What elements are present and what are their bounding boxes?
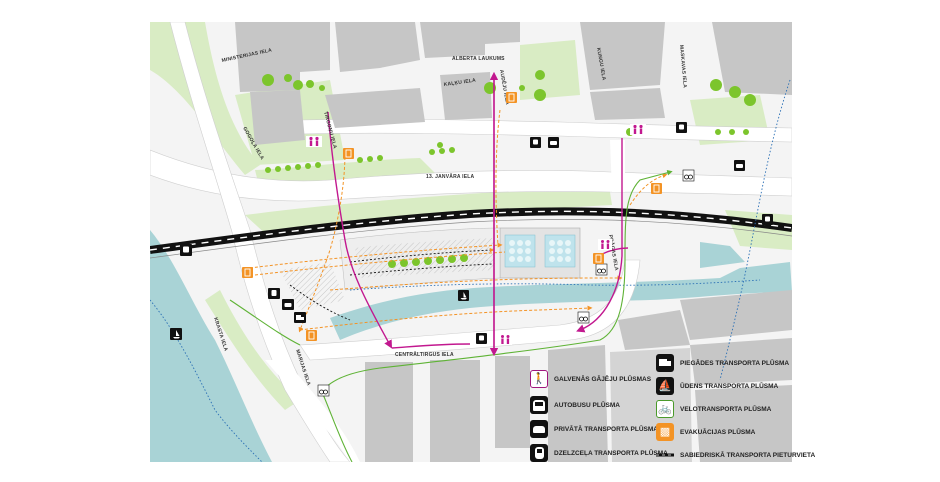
bus-stop-icon	[676, 122, 687, 133]
green-square-north	[520, 40, 580, 100]
legend-delivery-flow: PIEGĀDES TRANSPORTA PLŪSMA	[656, 354, 789, 372]
legend-public-stop: SABIEDRISKĀ TRANSPORTA PIETURVIETA	[656, 446, 815, 464]
canal-basin	[700, 242, 745, 268]
label-kungu: KUNGU IELA	[595, 47, 607, 81]
evacuation-icon	[343, 148, 354, 159]
legend-label: GALVENĀS GĀJĒJU PLŪSMAS	[554, 375, 652, 383]
bus-stop-icon	[762, 214, 773, 225]
legend-label: PRIVĀTĀ TRANSPORTA PLŪSMA	[554, 425, 658, 433]
bus-stop-icon	[530, 137, 541, 148]
pedestrian-icon	[630, 124, 646, 135]
boat-icon	[458, 290, 469, 301]
map-icons	[170, 92, 773, 397]
legend-water-flow: ⛵ ŪDENS TRANSPORTA PLŪSMA	[656, 377, 778, 395]
boat-icon: ⛵	[656, 377, 674, 395]
legend-label: ŪDENS TRANSPORTA PLŪSMA	[680, 382, 779, 390]
label-centraltirgus: CENTRĀLTIRGUS IELA	[395, 351, 454, 358]
evacuation-icon	[506, 92, 517, 103]
label-13-janvara: 13. JANVĀRA IELA	[426, 173, 474, 180]
car-icon	[530, 420, 548, 438]
road-centraltirgus	[299, 259, 641, 361]
daugava-river	[150, 230, 272, 462]
water-route-canal	[349, 279, 761, 291]
bicycle-icon	[317, 384, 330, 397]
water-route-west	[150, 299, 263, 462]
legend-label: AUTOBUSU PLŪSMA	[554, 401, 620, 409]
bicycle-icon	[595, 263, 608, 276]
road-krasta	[169, 22, 351, 462]
car-icon	[734, 160, 745, 171]
legend-private-flow: PRIVĀTĀ TRANSPORTA PLŪSMA	[530, 420, 658, 438]
legend-label: PIEGĀDES TRANSPORTA PLŪSMA	[680, 359, 790, 367]
bus-icon	[530, 396, 548, 414]
label-kalku: KAĻĶU IELA	[443, 78, 476, 88]
bus-stop-icon	[180, 244, 192, 256]
car-icon	[282, 299, 294, 310]
boat-icon	[170, 328, 182, 340]
pedestrian-flows	[327, 71, 629, 357]
evacuation-icon	[593, 253, 604, 264]
buildings-north	[235, 22, 792, 145]
pedestrian-icon	[306, 136, 322, 147]
buildings-south	[365, 290, 792, 462]
road-prages	[610, 140, 625, 192]
railway-dashes	[150, 210, 792, 251]
legend-label: SABIEDRISKĀ TRANSPORTA PIETURVIETA	[680, 451, 816, 459]
railway-edge	[150, 219, 792, 259]
evacuation-icon	[651, 183, 662, 194]
car-icon	[548, 137, 559, 148]
parking-hatch	[280, 262, 345, 310]
train-icon	[268, 288, 280, 299]
private-transport-flows	[249, 109, 668, 333]
green-krasta-strip	[205, 290, 300, 410]
pedestrian-icon	[598, 239, 612, 250]
bus-stop-icon	[476, 333, 487, 344]
pedestrian-icon	[498, 334, 512, 345]
trees	[262, 70, 756, 268]
bicycle-icon: 🚲	[656, 400, 674, 418]
city-canal	[330, 262, 792, 340]
legend-bus-flow: AUTOBUSU PLŪSMA	[530, 396, 620, 414]
label-maskavas: MASKAVAS IELA	[678, 45, 688, 89]
bike-flows	[229, 170, 673, 462]
truck-icon	[656, 354, 674, 372]
market-pavilions	[504, 234, 576, 268]
legend-evacuation-flow: ▩ EVAKUĀCIJAS PLŪSMA	[656, 423, 755, 441]
evacuation-icon	[306, 330, 317, 341]
legend-label: DZELZCEĻA TRANSPORTA PLŪSMA	[554, 449, 668, 457]
evacuation-icon: ▩	[656, 423, 674, 441]
pedestrian-icon: 🚶	[530, 370, 548, 388]
transport-stop-icon	[656, 446, 674, 464]
label-alberta: ALBERTA LAUKUMS	[452, 56, 505, 62]
legend-label: EVAKUĀCIJAS PLŪSMA	[680, 428, 756, 436]
bicycle-icon	[577, 311, 590, 324]
train-icon	[530, 444, 548, 462]
truck-icon	[294, 312, 306, 323]
evacuation-icon	[242, 267, 253, 278]
road-marijas	[265, 360, 360, 462]
legend-pedestrian-flow: 🚶 GALVENĀS GĀJĒJU PLŪSMAS	[530, 370, 651, 388]
water-route-east	[719, 79, 791, 381]
legend-label: VELOTRANSPORTA PLŪSMA	[680, 405, 772, 413]
road-north	[299, 118, 792, 143]
bicycle-icon	[682, 169, 695, 182]
bus-flows	[289, 247, 495, 321]
legend-bike-flow: 🚲 VELOTRANSPORTA PLŪSMA	[656, 400, 771, 418]
legend-rail-flow: DZELZCEĻA TRANSPORTA PLŪSMA	[530, 444, 668, 462]
